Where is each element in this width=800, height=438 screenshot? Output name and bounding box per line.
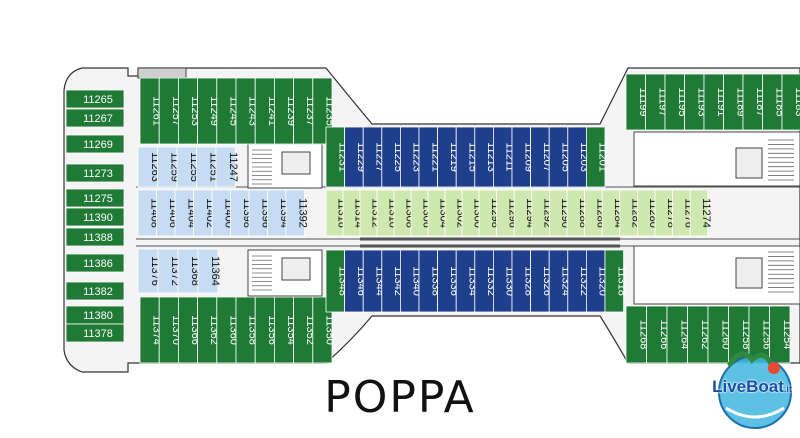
deck-title: POPPA	[324, 372, 476, 423]
cabin-11388: 11388	[65, 227, 125, 247]
cabin-11265: 11265	[65, 89, 125, 109]
cabin-11350: 11350	[312, 296, 335, 364]
cabin-11268: 11268	[625, 305, 649, 364]
cabin-number: 11378	[83, 328, 113, 340]
cabin-number: 11392	[296, 198, 308, 228]
stair-lines	[252, 139, 794, 293]
cabin-number: 11267	[83, 113, 113, 125]
cabin-11382: 11382	[65, 281, 125, 301]
cabin-11262: 11262	[687, 305, 711, 364]
cabin-number: 11390	[83, 212, 113, 224]
cabin-number: 11380	[83, 310, 113, 322]
cabin-11201: 11201	[586, 126, 609, 188]
cabin-number: 11382	[83, 286, 113, 298]
cabin-11247: 11247	[215, 146, 239, 188]
cabin-11274: 11274	[689, 189, 712, 237]
cabin-11390: 11390	[65, 207, 125, 227]
liveboat-logo-text: LiveBoat.it	[712, 377, 792, 396]
liveboat-logo	[718, 351, 792, 429]
cabin-number: 11265	[83, 94, 113, 106]
cabin-11318: 11318	[604, 249, 627, 313]
cabin-11368: 11368	[177, 248, 201, 294]
cabin-11215: 11215	[455, 126, 479, 188]
cabin-number: 11183	[793, 88, 800, 117]
cabin-number: 11254	[781, 320, 793, 350]
cabin-11364: 11364	[197, 248, 221, 294]
cabin-11392: 11392	[285, 189, 308, 237]
cabin-number: 11388	[83, 232, 113, 244]
cabin-11273: 11273	[65, 163, 125, 183]
cabin-number: 11364	[209, 256, 221, 286]
cabin-11386: 11386	[65, 253, 125, 273]
cabin-number: 11247	[227, 152, 239, 182]
cabin-number: 11235	[323, 96, 335, 126]
cabin-number: 11350	[323, 315, 335, 345]
cabin-11269: 11269	[65, 134, 125, 154]
cabin-number: 11274	[700, 198, 712, 228]
cabin-number: 11269	[83, 139, 113, 151]
cabin-11378: 11378	[65, 323, 125, 343]
cabin-11267: 11267	[65, 108, 125, 128]
cabin-11380: 11380	[65, 305, 125, 325]
cabin-11264: 11264	[666, 305, 690, 364]
cabin-11376: 11376	[137, 248, 161, 294]
cabin-number: 11201	[597, 142, 609, 172]
cabin-11275: 11275	[65, 188, 125, 208]
cabin-11183: 11183	[781, 73, 800, 131]
service-areas	[137, 67, 800, 305]
cabin-11326: 11326	[530, 249, 553, 313]
cabin-number: 11318	[615, 266, 627, 296]
cabin-11372: 11372	[157, 248, 181, 294]
cabin-number: 11273	[83, 168, 113, 180]
cabin-number: 11275	[83, 193, 113, 205]
cabin-11266: 11266	[646, 305, 670, 364]
cabin-layer: 11265 11267 11269 11273 11275 11390 11388 11386…	[65, 73, 800, 364]
cabin-number: 11386	[83, 258, 113, 270]
cabin-11254: 11254	[769, 305, 793, 364]
